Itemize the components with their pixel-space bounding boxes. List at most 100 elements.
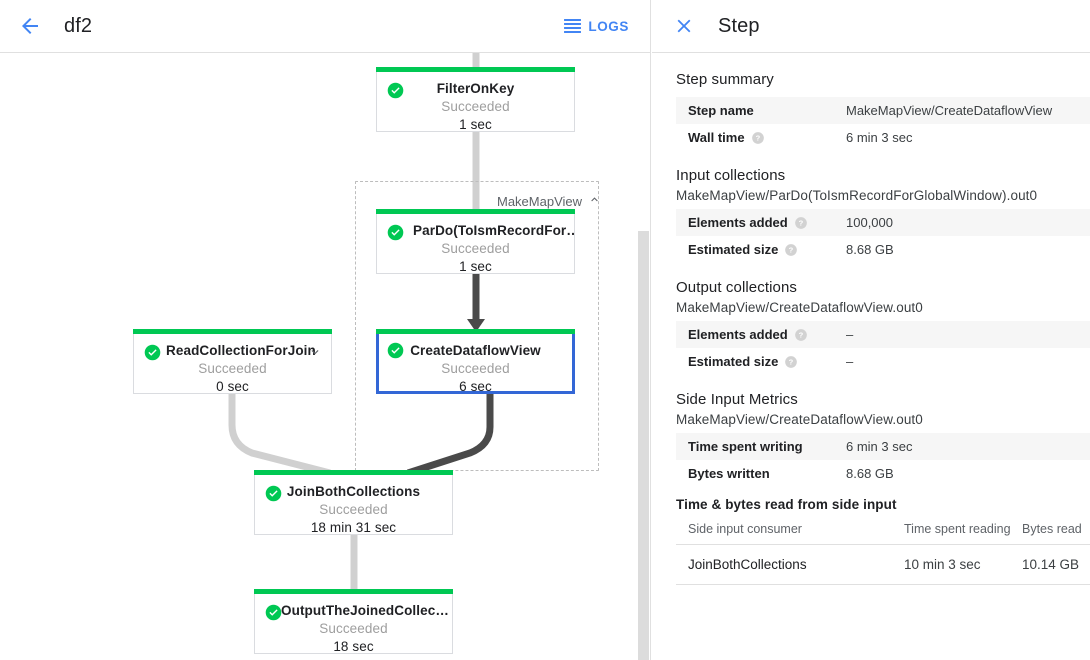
check-circle-icon xyxy=(387,224,404,241)
svg-text:?: ? xyxy=(755,134,760,143)
node-status: Succeeded xyxy=(441,241,510,256)
graph-node-join-both-collections[interactable]: JoinBothCollections Succeeded 18 min 31 … xyxy=(254,470,453,535)
group-box-makemapview xyxy=(355,181,599,471)
node-time: 1 sec xyxy=(459,259,492,274)
job-graph-pane: df2 LOGS xyxy=(0,0,651,660)
row-value: 8.68 GB xyxy=(846,466,894,481)
node-status: Succeeded xyxy=(198,361,267,376)
help-icon[interactable]: ? xyxy=(794,328,808,342)
help-icon[interactable]: ? xyxy=(784,243,798,257)
column-header-bytes-read: Bytes read xyxy=(1010,514,1090,545)
table-row: Wall time? 6 min 3 sec xyxy=(676,124,1090,151)
step-panel-header: Step xyxy=(652,0,1090,53)
node-time: 6 sec xyxy=(459,379,492,394)
output-collection-name: MakeMapView/CreateDataflowView.out0 xyxy=(676,300,923,315)
table-row: Time spent writing 6 min 3 sec xyxy=(676,433,1090,460)
node-title: ParDo(ToIsmRecordFor… xyxy=(413,223,574,238)
section-title-input-collections: Input collections xyxy=(676,167,786,184)
check-circle-icon xyxy=(387,342,404,359)
side-input-collection-name: MakeMapView/CreateDataflowView.out0 xyxy=(676,412,923,427)
cell-time-spent-reading: 10 min 3 sec xyxy=(892,544,1010,585)
graph-scrollbar[interactable] xyxy=(637,53,650,660)
row-key: Time spent writing xyxy=(688,439,803,454)
table-row: Step name MakeMapView/CreateDataflowView xyxy=(676,97,1090,124)
row-value: – xyxy=(846,354,854,369)
node-time: 1 sec xyxy=(459,117,492,132)
node-status-bar xyxy=(133,329,332,334)
node-title: CreateDataflowView xyxy=(410,343,541,358)
chevron-up-icon[interactable] xyxy=(588,193,601,209)
step-details-panel: Step Step summary Step name MakeMapView/… xyxy=(652,0,1090,660)
row-value: 100,000 xyxy=(846,215,893,230)
table-row: Elements added? 100,000 xyxy=(676,209,1090,236)
chevron-down-icon[interactable] xyxy=(308,345,322,359)
row-value: 6 min 3 sec xyxy=(846,439,913,454)
node-status-bar xyxy=(376,209,575,214)
section-title-side-input-metrics: Side Input Metrics xyxy=(676,391,798,408)
node-title: FilterOnKey xyxy=(436,81,515,96)
row-value: 6 min 3 sec xyxy=(846,130,913,145)
step-summary-table: Step name MakeMapView/CreateDataflowView… xyxy=(676,97,1090,151)
table-row: Elements added? – xyxy=(676,321,1090,348)
arrow-left-icon[interactable] xyxy=(6,2,54,50)
graph-node-pardo-toismrecordfor[interactable]: ParDo(ToIsmRecordFor… Succeeded 1 sec xyxy=(376,209,575,274)
section-title-step-summary: Step summary xyxy=(676,71,774,88)
cell-consumer: JoinBothCollections xyxy=(676,544,892,585)
check-circle-icon xyxy=(144,344,161,361)
row-value: MakeMapView/CreateDataflowView xyxy=(846,103,1053,118)
step-panel-title: Step xyxy=(718,14,760,37)
column-header-consumer: Side input consumer xyxy=(676,514,892,545)
row-key: Elements added? xyxy=(676,209,846,236)
graph-node-filter-on-key[interactable]: FilterOnKey Succeeded 1 sec xyxy=(376,67,575,132)
logs-button-label: LOGS xyxy=(588,18,629,34)
group-label-makemapview[interactable]: MakeMapView xyxy=(497,193,601,209)
svg-text:?: ? xyxy=(798,331,803,340)
section-title-output-collections: Output collections xyxy=(676,279,798,296)
table-row: Bytes written 8.68 GB xyxy=(676,460,1090,487)
table-row: JoinBothCollections 10 min 3 sec 10.14 G… xyxy=(676,544,1090,585)
row-key: Wall time? xyxy=(676,124,846,151)
help-icon[interactable]: ? xyxy=(784,355,798,369)
node-time: 18 sec xyxy=(333,639,374,654)
close-icon[interactable] xyxy=(662,4,706,48)
row-value: 8.68 GB xyxy=(846,242,894,257)
graph-edges xyxy=(228,53,494,601)
node-status-bar xyxy=(254,589,453,594)
node-status: Succeeded xyxy=(319,621,388,636)
node-title: OutputTheJoinedCollec… xyxy=(281,603,449,618)
column-header-time-spent-reading: Time spent reading xyxy=(892,514,1011,545)
table-header-row: Side input consumer Time spent reading B… xyxy=(676,514,1090,545)
input-collections-table: Elements added? 100,000 Estimated size? … xyxy=(676,209,1090,263)
node-status: Succeeded xyxy=(441,99,510,114)
side-input-consumers-table: Side input consumer Time spent reading B… xyxy=(676,514,1090,585)
node-time: 0 sec xyxy=(216,379,249,394)
node-time: 18 min 31 sec xyxy=(310,520,397,535)
check-circle-icon xyxy=(265,485,282,502)
node-status-bar xyxy=(254,470,453,475)
group-label-text: MakeMapView xyxy=(497,193,583,209)
row-value: – xyxy=(846,327,854,342)
graph-node-read-collection-for-join[interactable]: ReadCollectionForJoin Succeeded 0 sec xyxy=(133,329,332,394)
help-icon[interactable]: ? xyxy=(794,216,808,230)
help-icon[interactable]: ? xyxy=(751,131,765,145)
node-title: JoinBothCollections xyxy=(286,484,421,499)
svg-text:?: ? xyxy=(789,358,794,367)
svg-text:?: ? xyxy=(798,219,803,228)
row-key: Estimated size? xyxy=(676,236,846,263)
page-title: df2 xyxy=(64,14,93,37)
step-panel-body: Step summary Step name MakeMapView/Creat… xyxy=(652,53,1090,585)
node-status-bar xyxy=(376,67,575,72)
logs-button[interactable]: LOGS xyxy=(564,19,629,34)
app-header: df2 LOGS xyxy=(0,0,650,53)
graph-node-create-dataflow-view[interactable]: CreateDataflowView Succeeded 6 sec xyxy=(376,329,575,394)
graph-node-output-the-joined-collection[interactable]: OutputTheJoinedCollec… Succeeded 18 sec xyxy=(254,589,453,654)
job-graph-canvas[interactable]: MakeMapView FilterOnKey Succeeded xyxy=(0,53,650,660)
row-key: Step name xyxy=(688,103,754,118)
input-collection-name: MakeMapView/ParDo(ToIsmRecordForGlobalWi… xyxy=(676,188,1038,203)
table-row: Estimated size? – xyxy=(676,348,1090,375)
graph-scrollbar-thumb[interactable] xyxy=(638,231,649,660)
row-key: Elements added? xyxy=(676,321,846,348)
check-circle-icon xyxy=(387,82,404,99)
node-status: Succeeded xyxy=(441,361,510,376)
